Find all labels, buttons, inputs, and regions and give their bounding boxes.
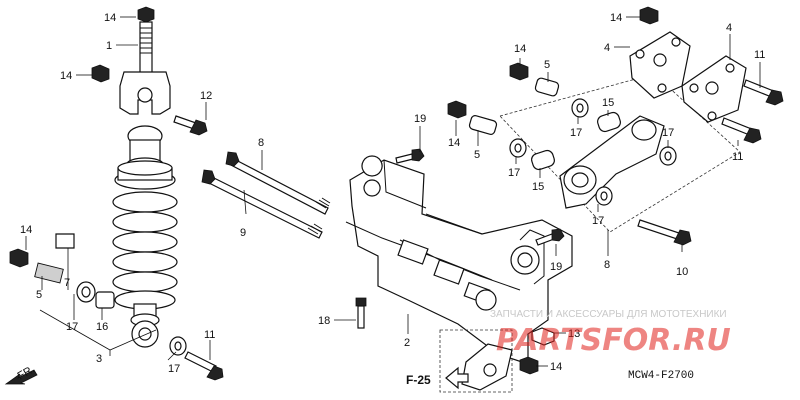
nut-14-bottom-right [519, 356, 539, 375]
front-label: FR. [16, 363, 37, 382]
callout-15-top: 15 [602, 97, 614, 109]
nut-14-bottom-left [9, 248, 29, 268]
callout-labels: 14 1 14 12 14 5 7 17 16 3 17 11 8 9 19 1… [20, 12, 765, 375]
bolt-19-right [535, 228, 565, 246]
callout-4-a: 4 [726, 22, 732, 34]
collar-5-top [534, 77, 560, 97]
lower-bracket [461, 343, 513, 391]
bolt-11-top-right [743, 79, 784, 106]
bolt-19-top [395, 148, 425, 164]
callout-14-top-middle: 14 [514, 43, 526, 55]
nut-14-top-right [639, 6, 659, 25]
nut-13 [531, 327, 555, 346]
callout-17-left: 17 [66, 321, 78, 333]
callout-14-left: 14 [60, 70, 72, 82]
nut-14-top-mid [509, 62, 529, 81]
nut-14-top [137, 6, 155, 23]
callout-14-top: 14 [104, 12, 116, 24]
callout-11-top-right: 11 [754, 49, 765, 61]
callout-14-top-right: 14 [610, 12, 622, 24]
callout-17-bottom: 17 [168, 363, 180, 375]
callout-11-right: 11 [732, 151, 743, 163]
watermark-tagline: ЗАПЧАСТИ И АКСЕССУАРЫ ДЛЯ МОТОТЕХНИКИ [490, 309, 727, 320]
callout-8-right: 8 [604, 259, 610, 271]
callout-17-top-2: 17 [508, 167, 520, 179]
callout-19-right: 19 [550, 261, 562, 273]
callout-3: 3 [96, 353, 102, 365]
reference-label: F-25 [406, 373, 431, 387]
callout-17-bottom-link: 17 [592, 215, 604, 227]
callout-4-b: 4 [604, 42, 610, 54]
front-arrow [4, 369, 38, 385]
watermark-brand: PARTSFOR.RU [496, 323, 731, 358]
plate-4-a [629, 31, 691, 99]
callout-7: 7 [64, 277, 70, 289]
callout-15-middle: 15 [532, 181, 544, 193]
collar-5-left [34, 262, 64, 284]
callout-14-bottom-left: 14 [20, 224, 32, 236]
linkage-arm [559, 115, 665, 209]
collar-15-top [597, 111, 621, 133]
callout-10: 10 [676, 266, 688, 278]
callout-14-middle: 14 [448, 137, 460, 149]
callout-8-middle: 8 [258, 137, 264, 149]
callout-5-middle: 5 [544, 59, 550, 71]
diagram-code: MCW4-F2700 [628, 370, 694, 382]
callout-12: 12 [200, 90, 212, 102]
shock-spring [112, 191, 178, 310]
callout-11-bottom: 11 [204, 329, 215, 341]
bushing-16 [95, 291, 115, 309]
frame-bracket-2 [345, 155, 573, 365]
bolt-18 [355, 297, 367, 329]
callout-18: 18 [318, 315, 330, 327]
collar-5-mid [468, 115, 498, 135]
bolt-8-long [225, 151, 331, 215]
callout-1: 1 [106, 40, 112, 52]
leader-lines [25, 16, 761, 367]
callout-9: 9 [240, 227, 246, 239]
collar-15-mid [531, 149, 555, 171]
cap-7 [55, 233, 75, 249]
ref-arrow [445, 366, 469, 390]
bolt-9-long [201, 169, 323, 239]
shock-absorber [91, 6, 178, 348]
callout-19-top: 19 [414, 113, 426, 125]
callout-14-bottom-right: 14 [550, 361, 562, 373]
detail-box [439, 329, 513, 393]
bolt-11-right [721, 117, 762, 144]
nut-14-mid [447, 100, 467, 119]
bolt-10 [637, 219, 692, 246]
plate-4-b [681, 55, 747, 123]
callout-17-top-1: 17 [570, 127, 582, 139]
bolt-12 [173, 115, 208, 136]
callout-16: 16 [96, 321, 108, 333]
callout-17-middle: 17 [662, 127, 674, 139]
callout-2: 2 [404, 337, 410, 349]
callout-5-top: 5 [474, 149, 480, 161]
callout-5-left: 5 [36, 289, 42, 301]
callout-13: 13 [568, 328, 580, 340]
nut-14-left [91, 64, 110, 83]
bolt-11-bottom [184, 351, 224, 381]
